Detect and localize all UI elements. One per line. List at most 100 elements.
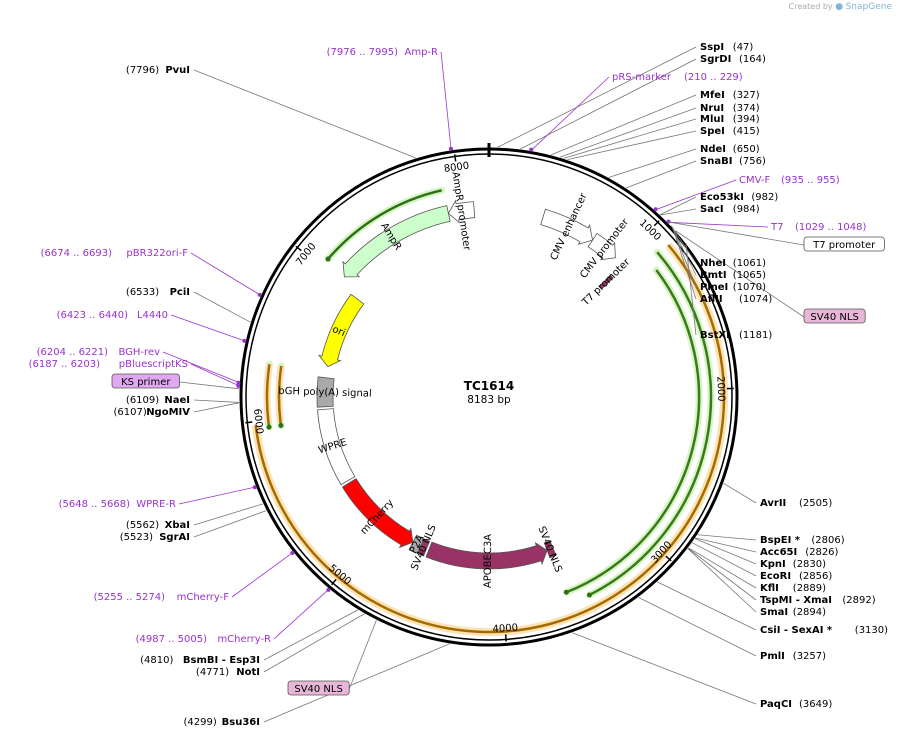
boxed-label-leader-line: [675, 230, 805, 318]
enzyme-position: (2830): [793, 559, 826, 570]
enzyme-label: XbaI(5562): [126, 520, 190, 531]
enzyme-label: MluI(394): [700, 114, 760, 125]
enzyme-name: MfeI: [700, 90, 725, 101]
enzyme-leader-line: [670, 225, 697, 264]
enzyme-leader-line: [723, 482, 757, 504]
primer-name: pBluescriptKS: [119, 359, 188, 370]
primer-label: mCherry-R(4987 .. 5005): [136, 634, 271, 645]
feature-label: ori: [330, 324, 346, 339]
enzyme-label: PvuI(7796): [126, 65, 190, 76]
primer-site-marker: [448, 146, 453, 151]
enzyme-leader-line: [659, 196, 697, 216]
enzyme-name: Eco53kI: [700, 192, 744, 203]
primer-range: (1029 .. 1048): [795, 222, 867, 233]
enzyme-position: (1061): [733, 258, 766, 269]
primer-leader-line: [654, 179, 737, 211]
enzyme-position: (327): [733, 90, 760, 101]
primer-label: mCherry-F(5255 .. 5274): [94, 592, 230, 603]
enzyme-name: NgoMIV: [146, 407, 190, 418]
boxed-label-frame: [803, 308, 866, 324]
primer-leader-line: [530, 76, 610, 151]
orf-arrowhead: [266, 424, 272, 430]
enzyme-leader-line: [497, 46, 697, 148]
enzyme-name: BmtI: [700, 270, 727, 281]
primer-leader-line: [440, 51, 452, 150]
enzyme-leader-line: [559, 107, 697, 158]
label-line-layer: [162, 46, 805, 723]
orf-arc: [588, 251, 713, 597]
tick-label: 7000: [294, 241, 318, 268]
enzyme-name: BspEI *: [760, 535, 801, 546]
boxed-label-text: SV40 NLS: [294, 684, 343, 695]
orf-arrowhead: [563, 589, 569, 595]
feature-bgh-poly-a-signal: [316, 376, 335, 408]
tick-mark: [295, 245, 302, 252]
feature-cmv-promoter: [587, 232, 616, 261]
enzyme-leader-line: [567, 130, 697, 160]
enzyme-leader-line: [263, 643, 450, 723]
snapgene-watermark: Created by ● SnapGene: [789, 2, 892, 12]
enzyme-position: (47): [733, 42, 754, 53]
orf-arrowhead: [586, 592, 592, 598]
feature-sv40-nls: [543, 540, 557, 559]
enzyme-position: (984): [733, 204, 760, 215]
enzyme-leader-line: [657, 581, 757, 631]
enzyme-leader-line: [193, 402, 240, 413]
outer-orf-arc: [254, 425, 665, 634]
snapgene-logo-icon: ●: [835, 2, 844, 12]
enzyme-position: (3257): [793, 651, 826, 662]
enzyme-label: Acc65I(2826): [760, 547, 839, 558]
enzyme-name: AvrII: [760, 498, 786, 509]
enzyme-leader-line: [638, 597, 757, 657]
tick-mark: [245, 421, 253, 424]
primer-leader-line: [667, 221, 769, 228]
enzyme-leader-line: [193, 291, 251, 323]
enzyme-label: Bsu36I(4299): [184, 717, 260, 728]
primer-site-marker: [236, 383, 241, 388]
primer-leader-line: [178, 486, 256, 505]
enzyme-name: NruI: [700, 103, 724, 114]
enzyme-name: TspMI - XmaI: [760, 595, 832, 606]
enzyme-label: SacI(984): [700, 204, 760, 215]
enzyme-name: PaqCI: [760, 699, 792, 710]
enzyme-label: NdeI(650): [700, 144, 760, 155]
enzyme-name: NaeI: [164, 395, 190, 406]
primer-leader-line: [231, 552, 294, 598]
primer-range: (935 .. 955): [781, 175, 840, 186]
primer-leader-line: [190, 363, 240, 387]
enzyme-leader-line: [687, 547, 757, 601]
enzyme-name: SspI: [700, 42, 724, 53]
enzyme-name: SmaI: [760, 607, 788, 618]
primer-leader-line: [170, 314, 246, 342]
enzyme-label: PciI(6533): [126, 287, 190, 298]
enzyme-name: NdeI: [700, 144, 726, 155]
enzyme-name: MluI: [700, 114, 724, 125]
tick-mark: [331, 578, 337, 586]
enzyme-leader-line: [608, 148, 697, 178]
enzyme-name: BsmBI - Esp3I: [183, 655, 260, 666]
enzyme-position: (2505): [799, 498, 832, 509]
left-orf-arc: [265, 364, 271, 424]
enzyme-position: (756): [739, 156, 766, 167]
enzyme-label: Eco53kI(982): [700, 192, 778, 203]
boxed-label-leader-line: [348, 620, 377, 690]
enzyme-label: NgoMIV(6107): [114, 407, 191, 418]
enzyme-label: NotI(4771): [196, 667, 260, 678]
enzyme-position: (1074): [739, 294, 772, 305]
primer-name: mCherry-R: [217, 634, 271, 645]
enzyme-label: NheI(1061): [700, 258, 766, 269]
primer-name: pRS-marker: [612, 72, 672, 83]
enzyme-leader-line: [572, 632, 757, 705]
tick-label: 4000: [492, 623, 518, 636]
enzyme-label: SpeI(415): [700, 126, 760, 137]
primer-site-marker: [242, 338, 247, 343]
enzyme-label: AvrII (2505): [760, 498, 832, 509]
label-layer: SspI(47)SgrDI(164)MfeI(327)NruI(374)MluI…: [29, 42, 889, 728]
enzyme-name: SnaBI: [700, 156, 732, 167]
feature-mcherry: [341, 478, 414, 549]
enzyme-position: (2894): [793, 607, 826, 618]
enzyme-name: Bsu36I: [222, 717, 260, 728]
enzyme-leader-line: [193, 503, 264, 526]
